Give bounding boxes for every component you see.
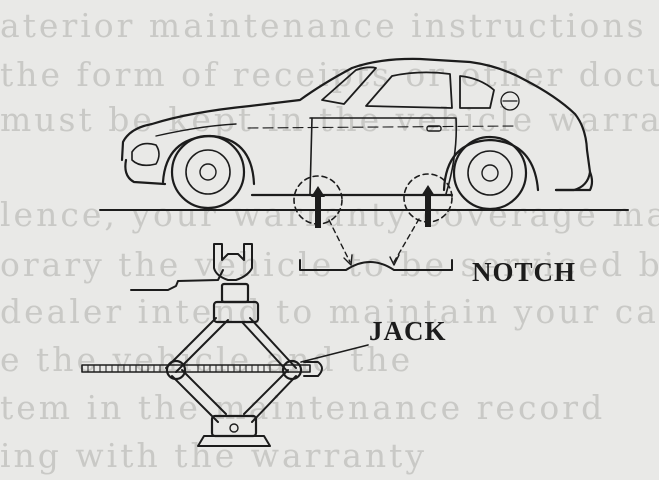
- background-text-line: the form of receipts or other documentat…: [0, 55, 659, 94]
- notch-detail: [299, 259, 453, 271]
- jack-leader-line: [300, 344, 369, 363]
- car-rear-wheel-arch: [442, 138, 540, 192]
- car-door-line: [309, 117, 458, 195]
- jack-top-plate: [212, 300, 260, 324]
- car-door-front-edge: [309, 117, 313, 195]
- jack-arm-upper-left: [165, 317, 229, 373]
- car-front-wheel-rim: [185, 149, 231, 195]
- car-rear-wheel-hub: [481, 164, 499, 182]
- jack-label: JACK: [369, 316, 447, 346]
- jack-top-block: [220, 282, 250, 304]
- jack-saddle: [213, 243, 253, 281]
- background-text-line: lence, your warranty coverage may be: [0, 195, 659, 234]
- jack-arm-lower-right: [243, 369, 297, 423]
- jack-arm-upper-right: [241, 317, 297, 373]
- car-door-handle: [426, 125, 442, 132]
- car-rear-bumper: [554, 170, 594, 192]
- car-side-trim: [247, 125, 517, 129]
- car-front-bumper: [124, 158, 167, 186]
- car-windshield: [321, 66, 377, 105]
- car-rear-window: [459, 75, 495, 109]
- car-emblem: [500, 91, 520, 111]
- rear-lift-arrow: [421, 185, 435, 227]
- car-side-window: [365, 71, 453, 109]
- notch-pointer-lines: [328, 218, 420, 263]
- background-text-line: orary the vehicle to be serviced by a: [0, 245, 659, 284]
- jack-left-pivot: [165, 359, 187, 381]
- scissor-jack-illustration: [81, 243, 323, 447]
- front-lift-arrow: [311, 186, 325, 228]
- car-front-wheel: [170, 134, 246, 210]
- background-text-line: aterior maintenance instructions are the…: [0, 6, 659, 45]
- notch-pointer-arrowhead-left: [343, 254, 353, 266]
- notch-label: NOTCH: [472, 257, 577, 287]
- car-illustration: [120, 57, 594, 211]
- jack-base-plate: [197, 435, 271, 447]
- car-fender-line: [155, 123, 237, 137]
- jack-base-bolt: [229, 423, 239, 433]
- jack-screw-eye: [303, 361, 323, 377]
- car-body: [120, 57, 592, 192]
- jack-crank-handle: [130, 269, 224, 291]
- background-text-line: dealer intend to maintain your car in a: [0, 292, 659, 331]
- car-front-wheel-hub: [199, 163, 217, 181]
- jack-screw-rod: [81, 364, 311, 373]
- jack-right-pivot: [281, 359, 303, 381]
- jack-base-block: [210, 414, 258, 438]
- notch-pointer-arrowhead-right: [389, 254, 400, 266]
- car-rear-wheel: [452, 135, 528, 211]
- background-text-line: ing with the warranty: [0, 436, 428, 475]
- jack-screw-thread: [87, 364, 271, 373]
- jack-arm-lower-left: [171, 369, 227, 423]
- car-rear-wheel-rim: [467, 150, 513, 196]
- car-headlight: [131, 142, 160, 167]
- background-text-line: tem in the maintenance record: [0, 388, 606, 427]
- car-front-wheel-arch: [161, 134, 256, 186]
- background-text-line: must be kept in the vehicle warranty: [0, 100, 659, 139]
